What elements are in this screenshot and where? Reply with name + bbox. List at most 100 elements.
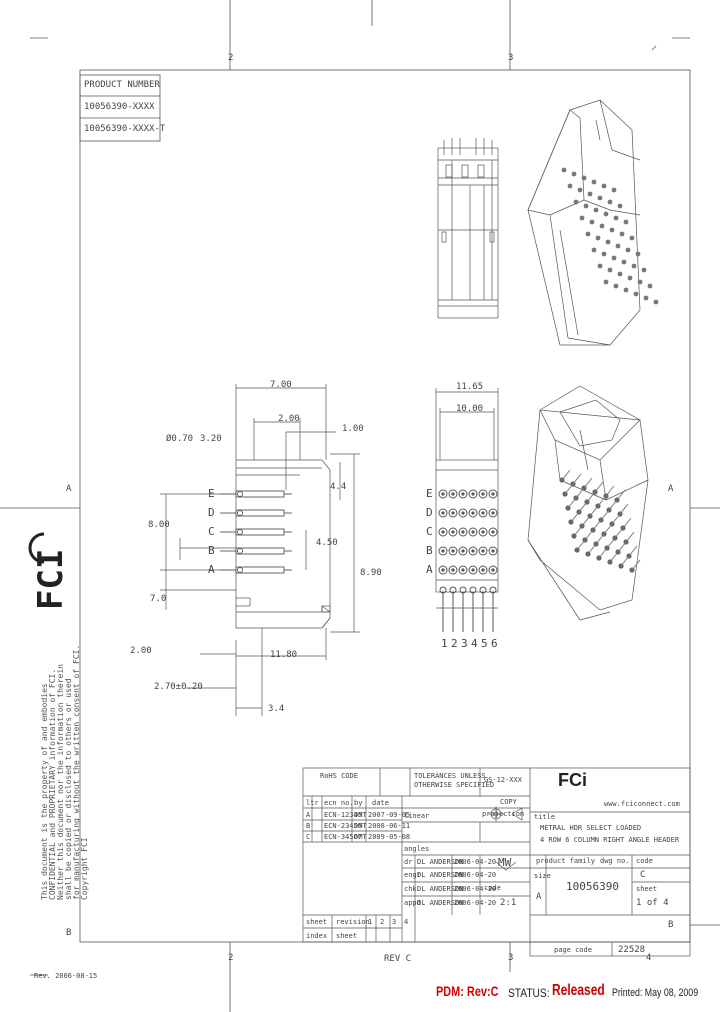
zone-bottom-2: 2 [228,953,234,963]
name-chk: DL ANDERSON [417,885,464,893]
contact-dot [481,511,485,515]
copyright-line-6: Copyright FCI [80,837,89,900]
front-view-pins [220,490,292,574]
product-family-label: product family [536,857,596,865]
iso-view-top [527,99,641,346]
iso-top-pin [591,179,597,185]
iso-top-pin [589,219,595,225]
product-number-table [79,74,161,142]
date-dr: 2006-04-20 [454,858,497,866]
contact-ring [478,489,488,499]
dim-2-00-b: 2.00 [130,646,152,656]
contact-dot [441,568,445,572]
contact-ring [478,546,488,556]
rev-hdr-by: by [354,799,363,807]
date-chk: 2006-04-20 [454,885,497,893]
title-label: title [534,813,556,821]
contact-dot [461,568,465,572]
col-label-5: 5 [481,637,488,650]
size-label: size [534,872,551,880]
iso-bottom-pin-shaft [631,559,641,571]
contact-ring [438,565,448,575]
contact-dot [451,511,455,515]
iso-top-pin [567,183,573,189]
rev-b-ltr: B [306,822,311,830]
rev-c-date: 2009-05-08 [368,833,411,841]
iso-top-pin [647,283,653,289]
iso-bottom-pin-shaft [619,503,629,515]
row-label-a: A [208,563,215,576]
iso-bottom-pin-shaft [598,547,608,559]
iso-bottom-pin-shaft [592,519,602,531]
iso-top-pin [623,219,629,225]
contact-ring [488,527,498,537]
end-row-label-d: D [426,506,433,519]
contact-dot [471,549,475,553]
iso-top-pin [601,183,607,189]
rev-a-ltr: A [306,811,311,819]
title-block [302,767,691,957]
iso-top-pin [581,175,587,181]
bottom-val-1: 1 [368,918,373,926]
end-tail-circle [439,586,447,594]
iso-top-pin [613,283,619,289]
contact-ring [468,489,478,499]
iso-bottom-pin-shaft [606,537,616,549]
iso-bottom-pin-shaft [587,543,597,555]
zone-left-a: A [66,484,72,494]
status-value: Released [552,982,605,999]
contact-dot [491,549,495,553]
contact-dot [481,530,485,534]
contact-ring [458,565,468,575]
printed-date: Printed: May 08, 2009 [612,987,699,999]
rev-c-by: DMT [354,833,367,841]
iso-top-pin [619,231,625,237]
product-row-1: 10056390-XXXX [84,102,155,112]
iso-top-pin [621,259,627,265]
dim-2-70: 2.70±0.20 [154,682,203,692]
iso-bottom-pin-shaft [628,545,638,557]
contact-ring [488,546,498,556]
end-tail-circle [459,586,467,594]
rev-b-date: 2008-06-11 [368,822,411,830]
rev-hdr-date: date [372,799,389,807]
contact-ring [468,565,478,575]
page-code-label: page code [554,946,592,954]
dim-10-00: 10.00 [456,404,484,414]
contact-dot [441,549,445,553]
contact-ring [488,508,498,518]
linear-label: linear [404,812,430,820]
contact-ring [448,508,458,518]
contact-ring [458,527,468,537]
iso-top-pin [561,167,567,173]
iso-top-pin [605,239,611,245]
product-table-header: PRODUCT NUMBER [84,80,160,90]
col-label-1: 1 [441,637,448,650]
pdm-revision: PDM: Rev:C [436,983,499,999]
iso-bottom-pin-shaft [617,541,627,553]
iso-bottom-pin-shaft [605,485,615,497]
iso-bottom-pin-shaft [583,477,593,489]
contact-dot [471,530,475,534]
projection-label: projection [482,810,525,818]
end-tail-circle [469,586,477,594]
dim-0-70: Ø0.70 [166,434,194,444]
iso-bottom-pin-shaft [570,511,580,523]
iso-top-pin [629,235,635,241]
contact-ring [488,565,498,575]
iso-top-pin [631,263,637,269]
front-pin-body [235,509,285,517]
contact-ring [458,489,468,499]
rev-corner: Rev. 2006-08-15 [34,972,98,980]
dim-7-00: 7.00 [270,380,292,390]
iso-top-pin [603,279,609,285]
iso-bottom-pin-shaft [600,509,610,521]
contact-ring [448,546,458,556]
contact-ring [468,527,478,537]
engr-label: engr [404,871,421,879]
iso-bottom-pin-shaft [564,483,574,495]
dwg-no-label: dwg no. [600,857,630,865]
iso-top-pin [609,227,615,233]
front-pin-hole [237,491,243,497]
